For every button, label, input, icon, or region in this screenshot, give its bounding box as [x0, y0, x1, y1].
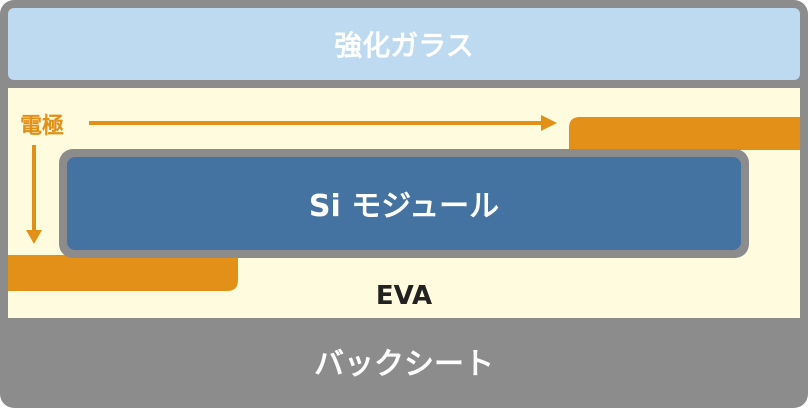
electrode-label: 電極 [20, 113, 64, 139]
electrode-bottom-left [8, 255, 238, 291]
arrow-down-icon [26, 145, 42, 244]
arrow-right-icon [89, 115, 557, 131]
backsheet-label: バックシート [314, 347, 494, 382]
module-label: Si モジュール [309, 189, 499, 224]
si-module [67, 157, 741, 250]
glass-layer [8, 8, 800, 80]
glass-label: 強化ガラス [334, 29, 473, 62]
electrode-top-right [569, 117, 800, 150]
eva-label: EVA [376, 281, 432, 311]
